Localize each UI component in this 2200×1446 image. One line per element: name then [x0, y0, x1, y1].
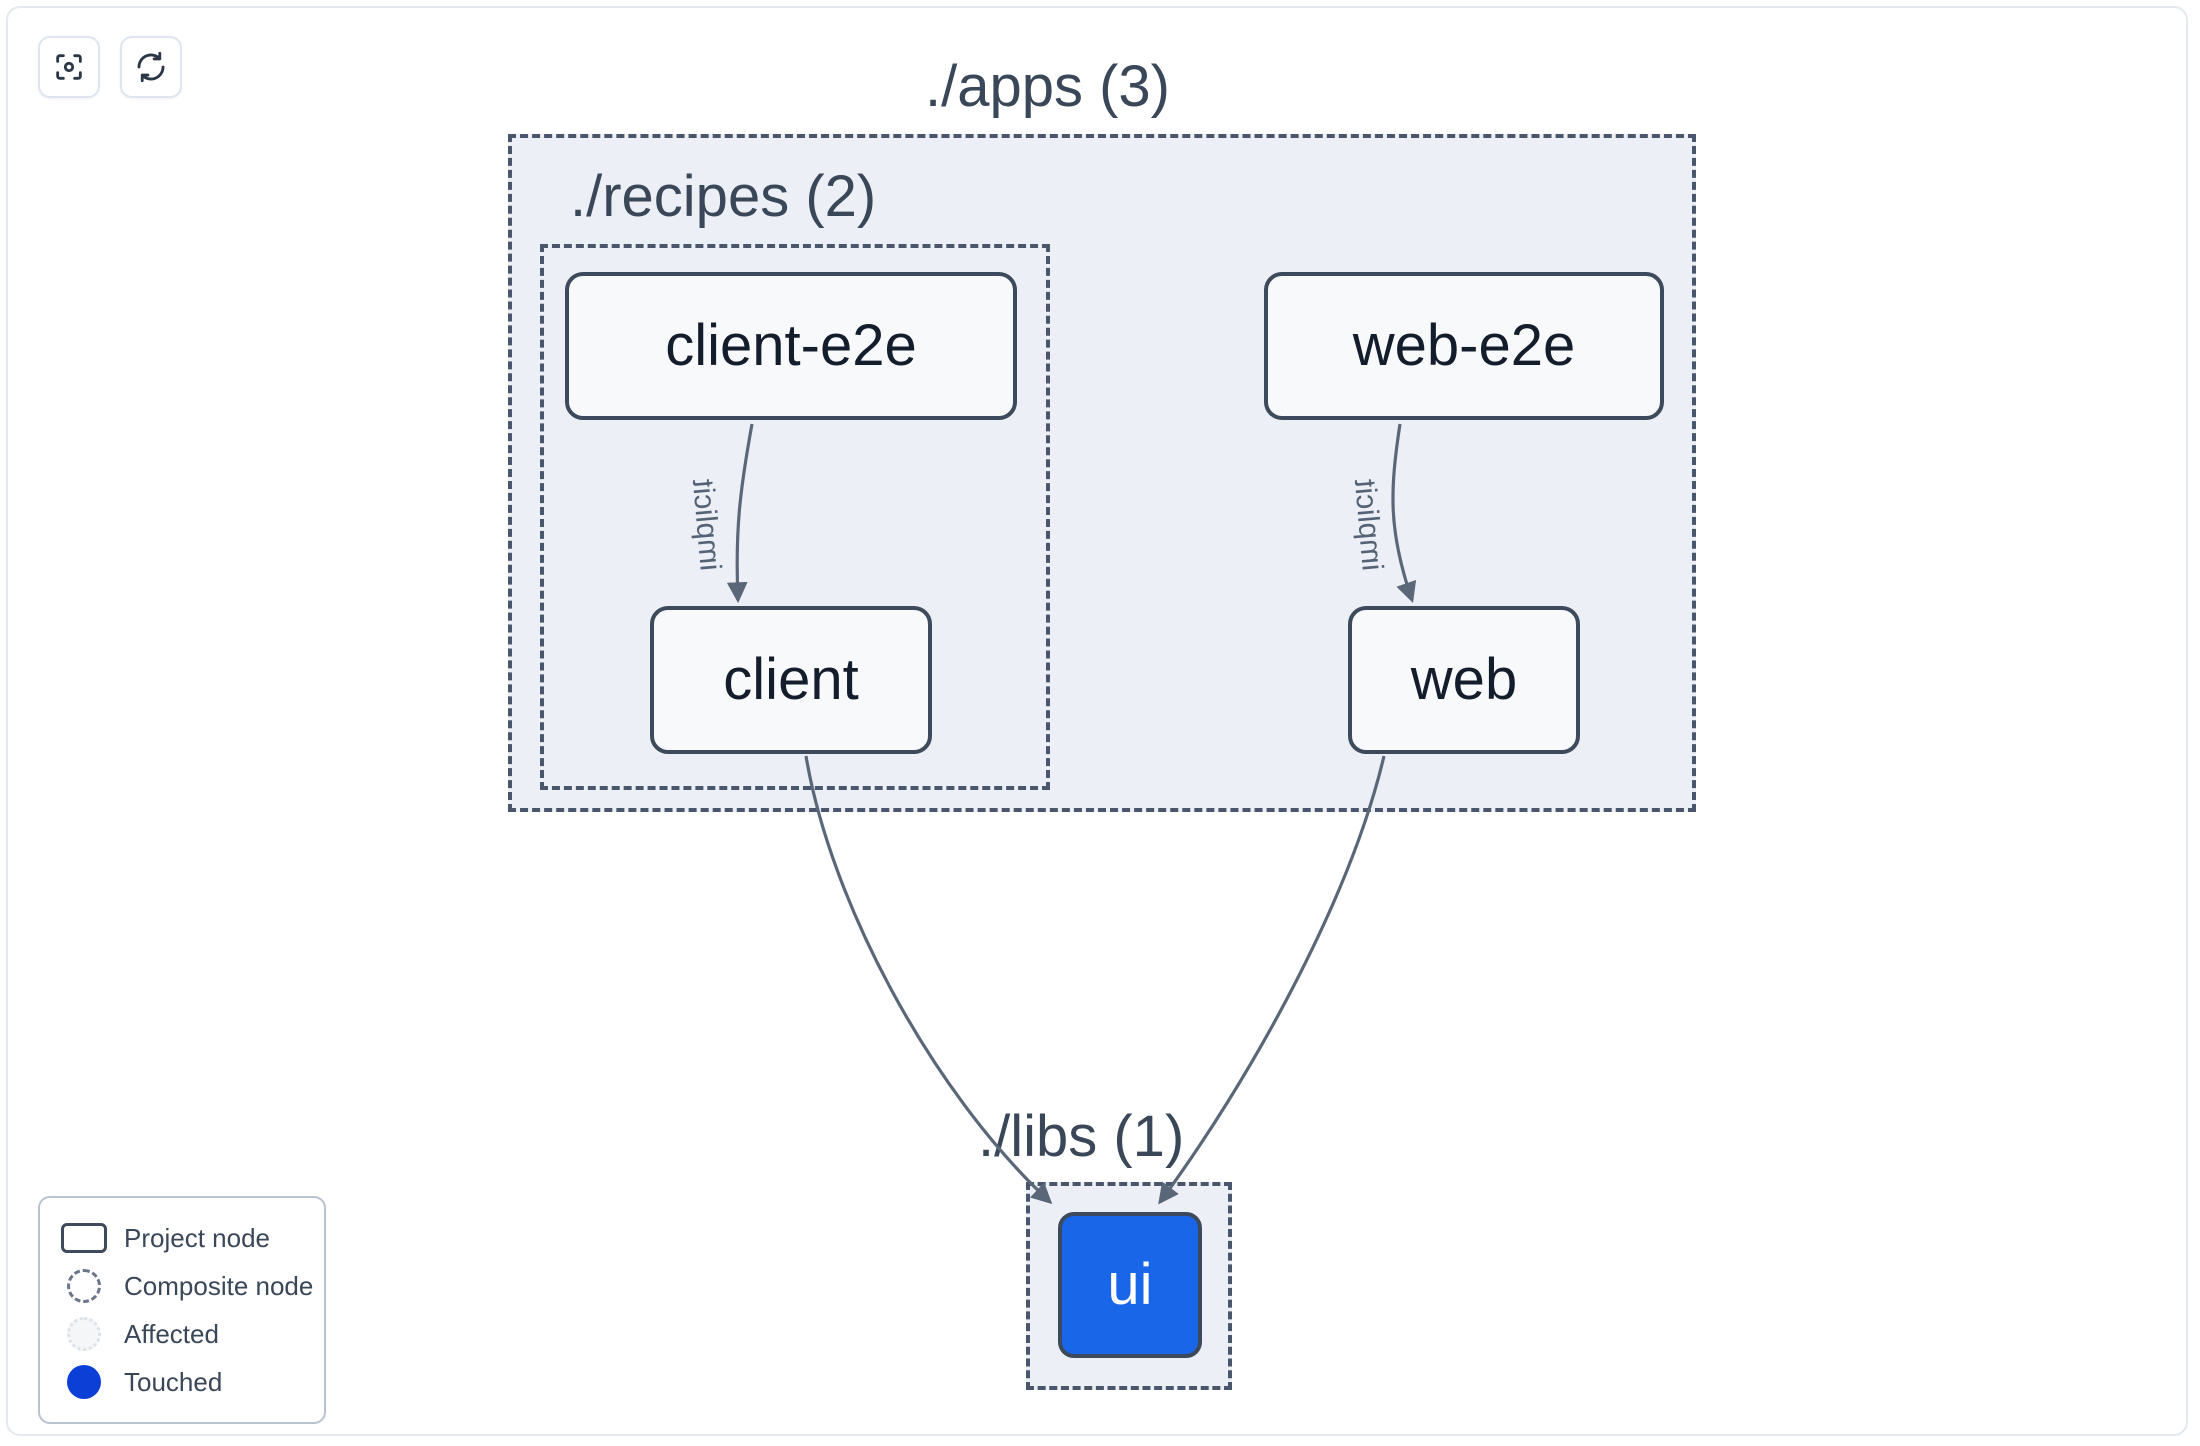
- project-node-web-e2e[interactable]: web-e2e: [1264, 272, 1664, 420]
- edge-label-client-e2e-to-client: implicit: [685, 477, 727, 573]
- legend-label-composite-node: Composite node: [124, 1271, 314, 1301]
- project-node-swatch: [58, 1221, 110, 1255]
- legend-label-affected: Affected: [124, 1319, 219, 1349]
- graph-legend: Project node Composite node Affected Tou…: [38, 1196, 326, 1424]
- legend-label-project-node: Project node: [124, 1223, 270, 1253]
- project-node-client[interactable]: client: [650, 606, 932, 754]
- focus-graph-button[interactable]: [38, 36, 100, 98]
- legend-item-composite-node: Composite node: [58, 1262, 313, 1310]
- project-node-client-e2e[interactable]: client-e2e: [565, 272, 1017, 420]
- graph-toolbar: [38, 36, 182, 98]
- project-node-web[interactable]: web: [1348, 606, 1580, 754]
- edge-web-to-ui: [1158, 755, 1386, 1205]
- project-node-ui[interactable]: ui: [1058, 1212, 1202, 1358]
- composite-label-apps: ./apps (3): [925, 54, 1170, 119]
- focus-target-icon: [52, 50, 86, 84]
- touched-swatch: [58, 1365, 110, 1399]
- legend-item-project-node: Project node: [58, 1214, 306, 1262]
- composite-label-libs: ./libs (1): [978, 1104, 1185, 1169]
- legend-item-touched: Touched: [58, 1358, 306, 1406]
- affected-swatch: [58, 1317, 110, 1351]
- composite-label-recipes: ./recipes (2): [570, 164, 877, 229]
- refresh-graph-button[interactable]: [120, 36, 182, 98]
- edge-label-web-e2e-to-web: implicit: [1347, 477, 1389, 573]
- legend-label-touched: Touched: [124, 1367, 223, 1397]
- legend-item-affected: Affected: [58, 1310, 306, 1358]
- composite-node-swatch: [58, 1269, 110, 1303]
- refresh-icon: [134, 50, 168, 84]
